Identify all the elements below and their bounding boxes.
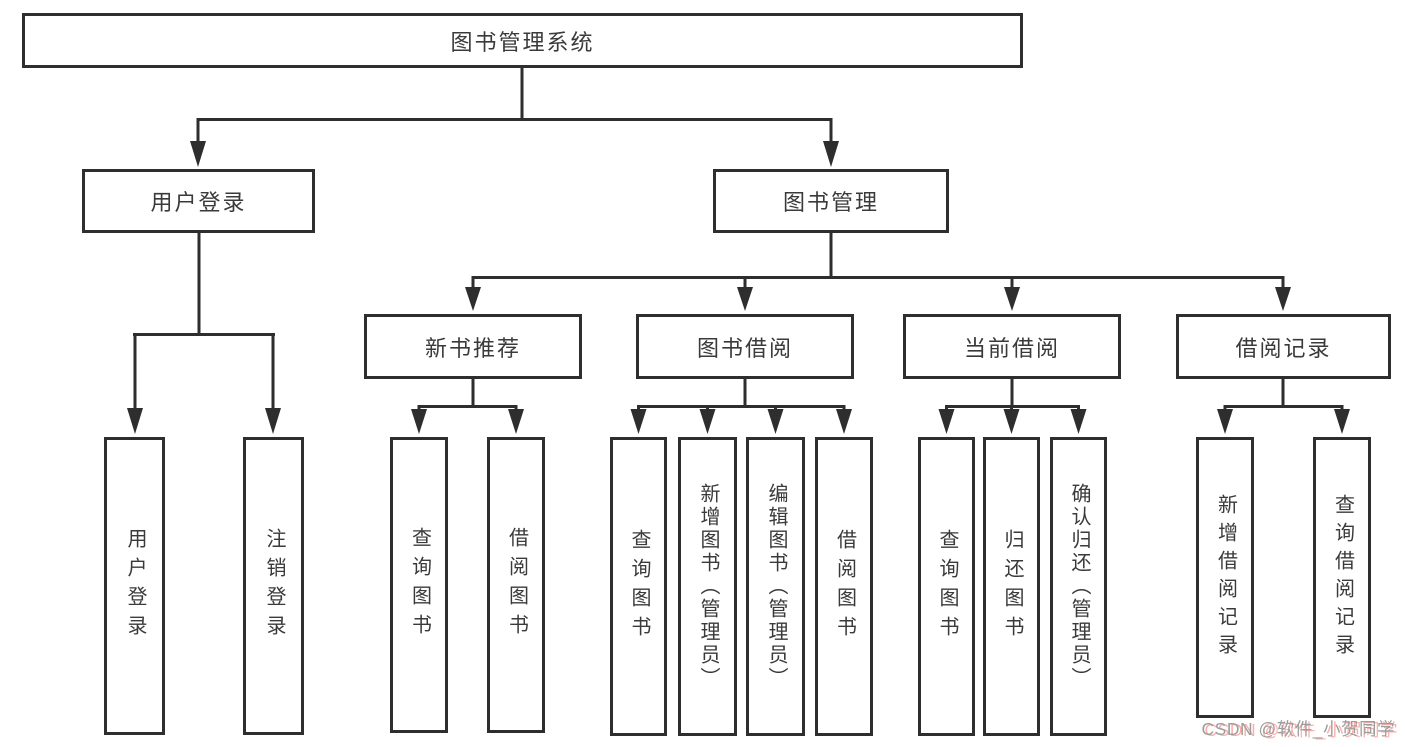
node-current-borrowing: 当前借阅 [903,314,1121,379]
node-label: 用户登录 [124,528,146,644]
node-label: 借阅图书 [833,528,856,645]
arrowhead-rec-query [411,409,427,434]
connector-login-bus [133,233,275,410]
arrowhead-bor-edit [767,409,784,434]
node-leaf-edit-books-admin: 编辑图书（管理员） [746,437,805,736]
arrowhead-bor-add [699,409,716,434]
connector-root-bus [196,68,833,142]
node-borrowing-records: 借阅记录 [1176,314,1391,379]
node-label: 图书管理 [782,190,879,215]
node-leaf-borrow-books-2: 借阅图书 [815,437,873,736]
arrowhead-cur-query [938,409,955,434]
node-leaf-add-books-admin: 新增图书（管理员） [678,437,737,736]
node-label: 归还图书 [1001,528,1023,645]
arrowhead-manage [823,141,839,167]
node-leaf-query-books: 查询图书 [390,437,448,733]
arrowhead-leaf-logout [265,408,281,434]
node-leaf-return-books: 归还图书 [983,437,1040,736]
node-label: 图书借阅 [696,335,793,361]
node-leaf-user-login: 用户登录 [104,437,165,735]
node-label: 查询图书 [408,527,431,643]
node-label: 当前借阅 [963,335,1060,361]
arrowhead-login [190,141,206,167]
node-book-borrowing: 图书借阅 [636,314,854,379]
node-leaf-borrow-books: 借阅图书 [487,437,545,733]
arrowhead-history [1275,287,1291,311]
arrowhead-bor-query [630,409,647,434]
arrowhead-leaf-login [127,408,143,434]
node-label: 借阅记录 [1235,335,1332,361]
node-book-management-branch: 图书管理 [713,169,949,233]
node-label: 借阅图书 [505,527,528,643]
arrowhead-borrowing [737,287,753,311]
node-leaf-query-books-2: 查询图书 [610,437,667,736]
node-leaf-confirm-return-admin: 确认归还（管理员） [1050,437,1107,736]
node-new-book-recommend: 新书推荐 [364,314,582,379]
node-label: 注销登录 [263,528,285,644]
arrowhead-cur-confirm [1070,409,1087,434]
arrowhead-cur-return [1003,409,1020,434]
arrowhead-his-add [1217,409,1233,434]
node-system-root: 图书管理系统 [22,13,1023,68]
node-leaf-add-borrow-record: 新增借阅记录 [1196,437,1254,718]
connector-recommend-bus [417,379,518,412]
node-leaf-query-books-3: 查询图书 [918,437,975,736]
node-user-login-branch: 用户登录 [82,169,315,233]
node-label: 确认归还（管理员） [1068,483,1090,690]
node-label: 用户登录 [150,190,247,215]
arrowhead-rec-borrow [508,409,524,434]
connector-borrowing-bus [637,379,846,412]
arrowhead-bor-borrow [836,409,852,434]
node-label: 新增借阅记录 [1214,493,1237,662]
node-label: 图书管理系统 [450,29,595,55]
arrowhead-his-query [1334,409,1350,434]
connector-manage-bus [471,233,1285,289]
csdn-watermark: CSDN @软件_小贺同学 [1201,719,1395,739]
connector-history-bus [1223,379,1344,412]
node-label: 新书推荐 [424,335,521,361]
arrowhead-recommend [465,287,481,311]
node-label: 查询借阅记录 [1331,493,1354,662]
node-label: 编辑图书（管理员） [765,483,787,690]
node-leaf-query-borrow-record: 查询借阅记录 [1313,437,1371,718]
node-label: 新增图书（管理员） [697,483,719,690]
node-label: 查询图书 [936,528,958,645]
connector-current-bus [945,379,1080,412]
node-label: 查询图书 [628,528,650,645]
node-leaf-logout: 注销登录 [243,437,304,735]
arrowhead-current [1004,287,1020,311]
